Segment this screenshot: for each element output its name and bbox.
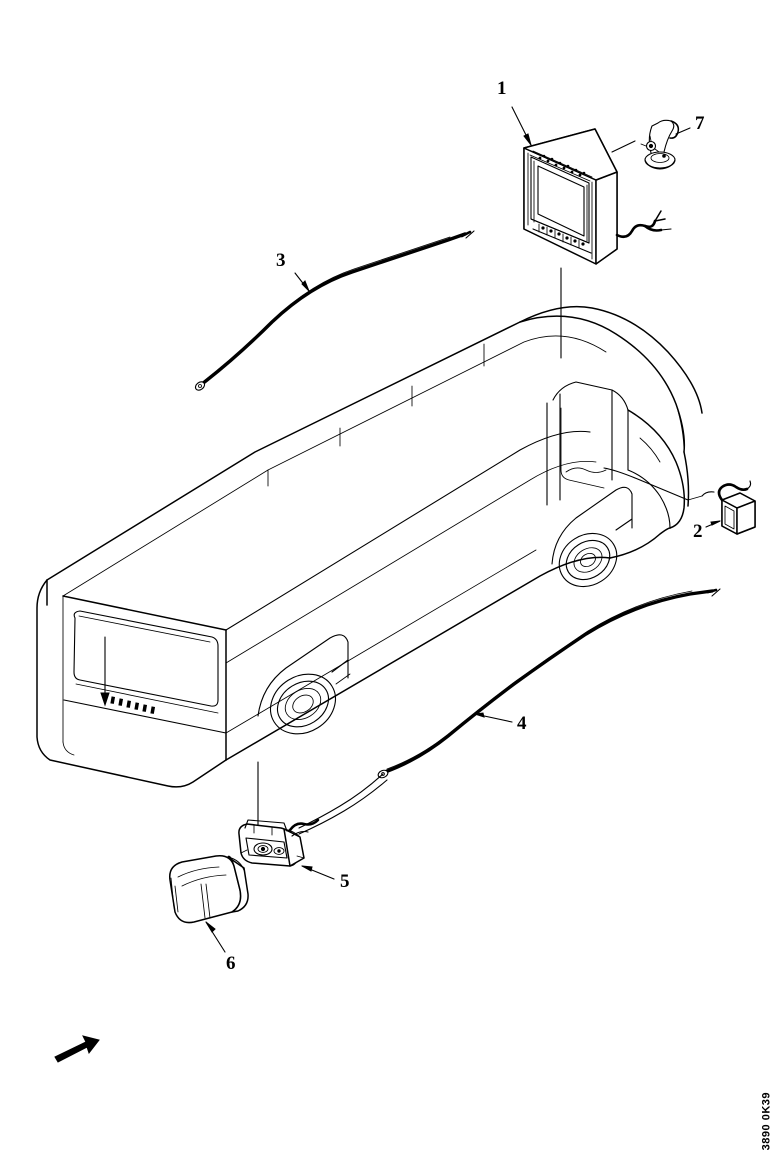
upper-cable-harness [194,230,475,391]
callout-label-1: 1 [497,78,507,99]
callout-label-5: 5 [340,871,350,892]
callout-label-3: 3 [276,250,286,271]
drawing-reference-code: 3890 0K39 [760,1092,772,1150]
front-wheel [551,486,633,588]
forward-direction-arrow [54,1035,100,1063]
rear-camera-unit [238,818,320,867]
rear-wheel [257,634,351,735]
leader-line-5 [301,865,335,880]
callout-label-7: 7 [695,113,705,134]
callout-label-4: 4 [517,713,527,734]
callout-label-2: 2 [693,521,703,542]
monitor-mounting-bracket [640,119,680,170]
leader-line-3 [294,272,310,292]
bus-body-outline [36,305,703,788]
control-module-box [687,480,756,535]
leader-line-2 [603,467,721,528]
leader-line-1 [511,106,562,359]
diagram-linework [36,106,756,1063]
parts-diagram-canvas: 1 2 3 4 5 6 7 3890 0K39 [36,78,772,1150]
monitor-display-unit [523,128,672,265]
camera-cover-housing [169,854,249,924]
lower-cable-harness [298,588,721,835]
leader-line-4 [474,712,513,723]
callout-label-6: 6 [226,953,236,974]
leader-line-6 [205,921,226,953]
leader-line-7 [611,127,691,153]
